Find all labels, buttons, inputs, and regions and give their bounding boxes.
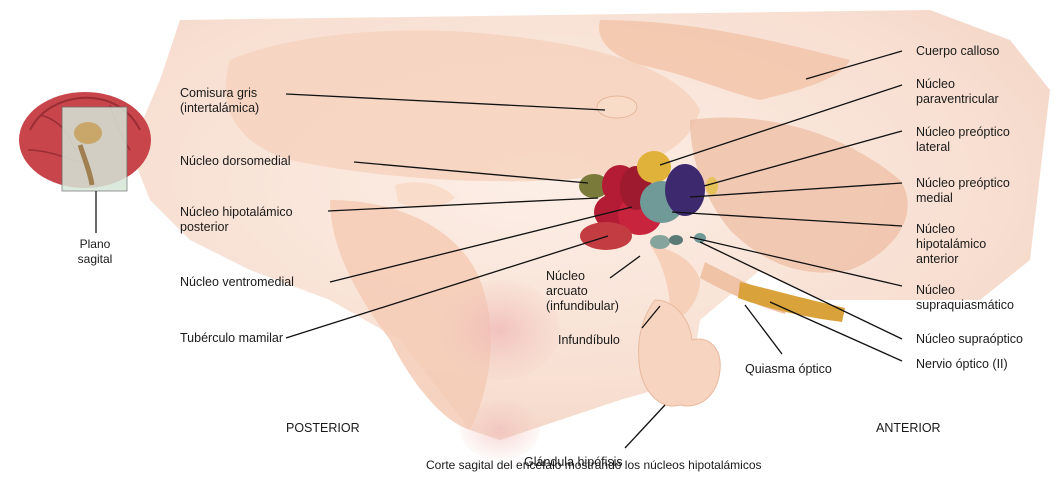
infundibulo-hipofisis-shape <box>638 245 721 407</box>
label-glandula-hipofisis: Glándula hipófisis <box>524 455 623 469</box>
label-nucleo-hipotalamico-anterior: Núcleo hipotalámico anterior <box>916 222 987 266</box>
figure-caption: Corte sagital del encéfalo mostrando los… <box>426 458 762 472</box>
label-comisura-gris: Comisura gris (intertalámica) <box>180 86 260 115</box>
label-nucleo-preoptico-medial: Núcleo preóptico medial <box>916 176 1010 205</box>
hypothalamic-nuclei <box>579 151 718 250</box>
label-nucleo-supraquiasmatico: Núcleo supraquiasmático <box>916 283 1014 312</box>
plano-sagital-label: Plano sagital <box>77 237 113 266</box>
label-nucleo-dorsomedial: Núcleo dorsomedial <box>180 154 291 168</box>
label-nucleo-preoptico-lateral: Núcleo preóptico lateral <box>916 125 1010 154</box>
leader-lines <box>285 50 903 449</box>
label-cuerpo-calloso: Cuerpo calloso <box>916 44 1000 58</box>
label-nervio-optico: Nervio óptico (II) <box>916 357 1008 371</box>
label-nucleo-ventromedial: Núcleo ventromedial <box>180 275 294 289</box>
label-posterior: POSTERIOR <box>286 421 360 435</box>
label-nucleo-arcuato: Núcleo arcuato (infundibular) <box>546 269 619 313</box>
label-quiasma-optico: Quiasma óptico <box>745 362 832 376</box>
label-nucleo-paraventricular: Núcleo paraventricular <box>916 77 999 106</box>
label-infundibulo: Infundíbulo <box>558 333 620 347</box>
quiasma-nervio-shape <box>700 262 845 322</box>
label-tuberculo-mamilar: Tubérculo mamilar <box>180 331 284 345</box>
label-nucleo-hipotalamico-posterior: Núcleo hipotalámico posterior <box>180 205 293 234</box>
label-nucleo-supraoptico: Núcleo supraóptico <box>916 332 1024 346</box>
inset-brain-thumbnail <box>19 92 151 233</box>
label-anterior: ANTERIOR <box>876 421 941 435</box>
